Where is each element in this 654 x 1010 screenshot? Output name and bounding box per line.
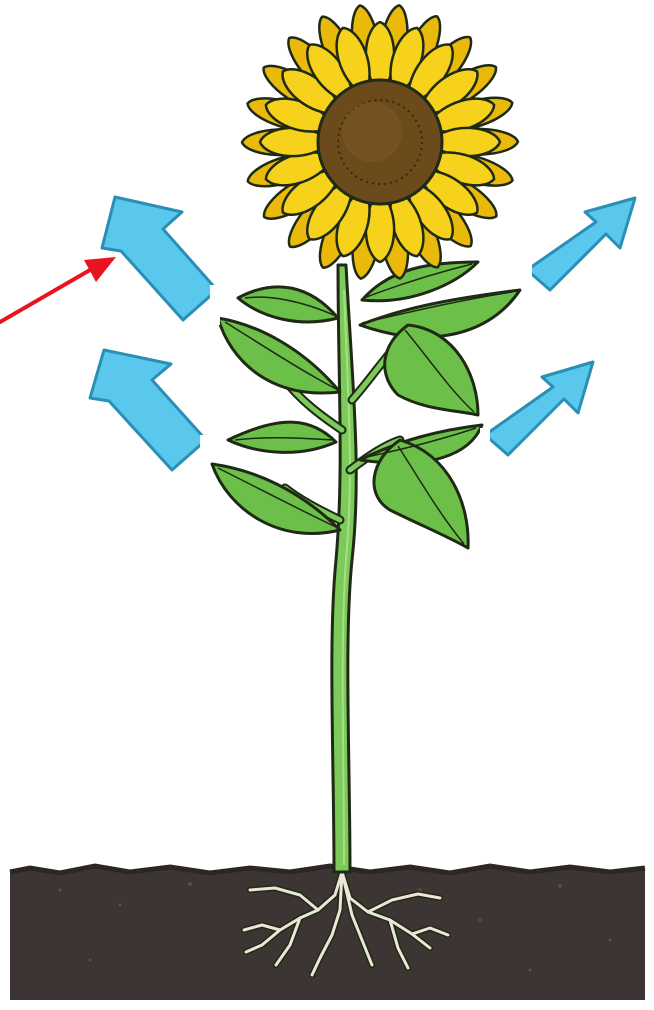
- transpiration-arrow-icon: [90, 350, 206, 470]
- sunflower-head: [242, 4, 518, 281]
- soil-body: [10, 866, 645, 1000]
- pointer-arrow-icon: [0, 257, 116, 322]
- transpiration-arrow-icon: [102, 197, 217, 320]
- transpiration-arrow-icon: [485, 362, 593, 455]
- leaves: [212, 262, 520, 548]
- leaf: [362, 262, 478, 301]
- transpiration-arrow-icon: [527, 198, 635, 290]
- leaf: [238, 287, 338, 322]
- flower-center-highlight: [342, 102, 402, 162]
- soil: [10, 866, 645, 1000]
